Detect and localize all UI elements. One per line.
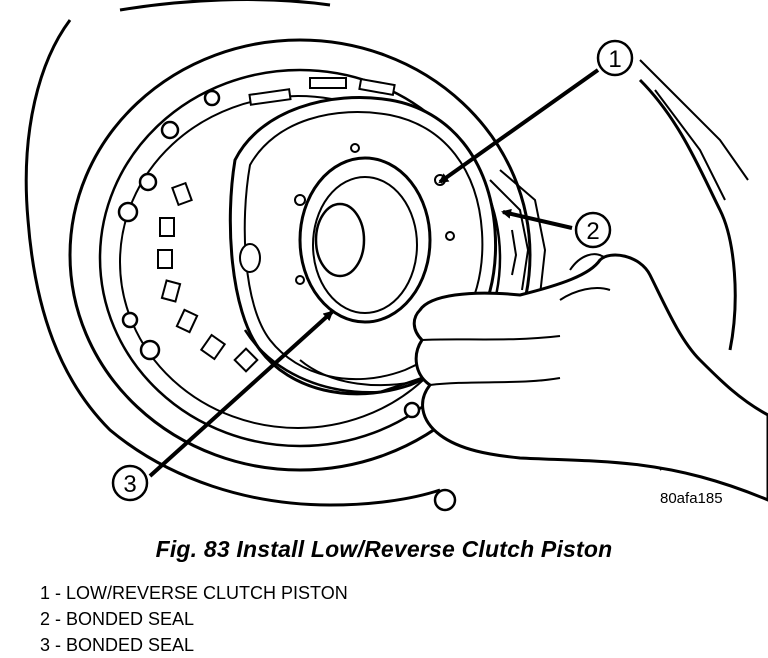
callout-2-number: 2 — [586, 218, 599, 245]
callout-1: 1 — [438, 39, 634, 184]
callout-2: 2 — [501, 208, 612, 249]
callout-1-circle — [596, 39, 634, 77]
legend-item-2: 2 - BONDED SEAL — [40, 609, 195, 629]
callout-2-circle — [574, 211, 612, 249]
bolt-holes — [117, 89, 457, 512]
hand-illustration — [412, 253, 768, 502]
callout-3-number: 3 — [123, 471, 136, 498]
legend-list: 1 - LOW/REVERSE CLUTCH PISTON 2 - BONDED… — [40, 580, 348, 658]
callout-1-leader — [438, 68, 600, 184]
clutch-piston-illustration: 1 2 3 80afa185 — [24, 0, 768, 512]
callout-3: 3 — [111, 310, 334, 502]
figure-caption: Fig. 83 Install Low/Reverse Clutch Pisto… — [155, 536, 613, 562]
callout-1-number: 1 — [608, 46, 621, 73]
callout-3-circle — [111, 464, 149, 502]
legend-item-1: 1 - LOW/REVERSE CLUTCH PISTON — [40, 583, 348, 603]
bonded-seal-edge — [489, 169, 547, 296]
figure-code: 80afa185 — [660, 490, 723, 507]
callout-3-leader — [148, 310, 334, 478]
callout-2-leader — [501, 208, 573, 230]
legend-item-3: 3 - BONDED SEAL — [40, 635, 195, 655]
spline-tabs — [157, 77, 396, 373]
